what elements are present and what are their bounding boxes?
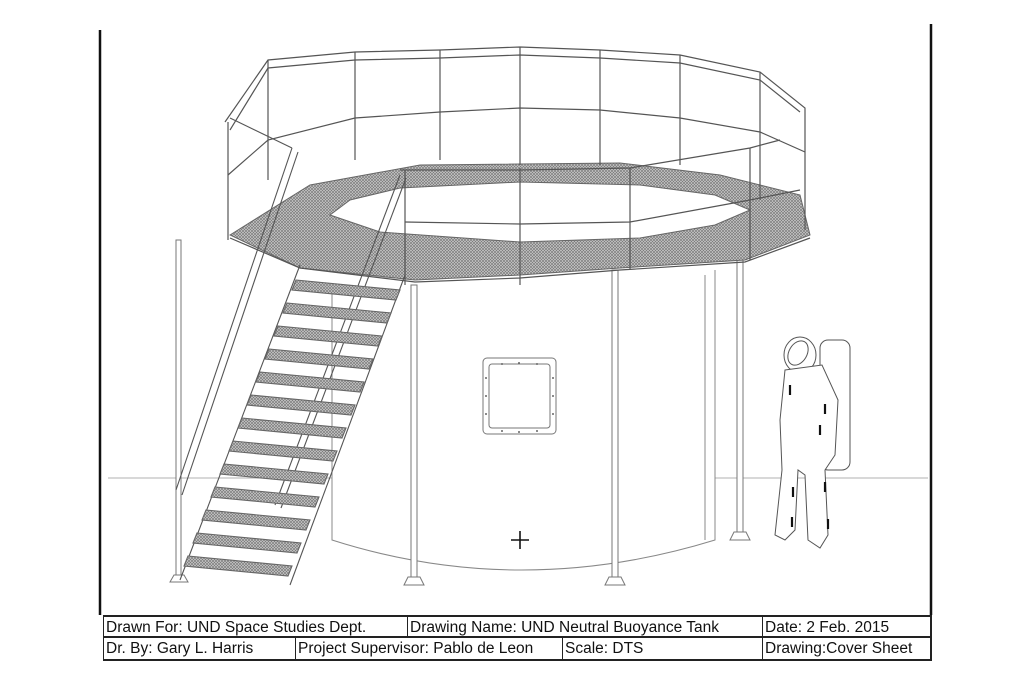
drawn-by-cell: Dr. By: Gary L. Harris — [103, 638, 295, 659]
date-cell: Date: 2 Feb. 2015 — [762, 617, 932, 638]
scale-cell: Scale: DTS — [562, 638, 762, 659]
project-supervisor-cell: Project Supervisor: Pablo de Leon — [295, 638, 562, 659]
title-block: Drawn For: UND Space Studies Dept. Drawi… — [103, 615, 932, 661]
drawing-sheet-cell: Drawing:Cover Sheet — [762, 638, 932, 659]
viewport-window — [482, 357, 557, 435]
support-columns — [169, 239, 751, 586]
drawing-name-cell: Drawing Name: UND Neutral Buoyance Tank — [407, 617, 762, 638]
staircase — [175, 117, 407, 586]
center-cross-mark — [511, 531, 529, 549]
guardrail — [224, 46, 811, 285]
spacesuit-figure — [774, 336, 851, 549]
tank-cylinder — [331, 270, 716, 571]
title-block-row-1: Drawn For: UND Space Studies Dept. Drawi… — [103, 615, 932, 638]
drawn-for-cell: Drawn For: UND Space Studies Dept. — [103, 617, 407, 638]
title-block-row-2: Dr. By: Gary L. Harris Project Superviso… — [103, 636, 932, 661]
drawing-frame — [98, 24, 933, 615]
platform-grating — [228, 162, 811, 281]
